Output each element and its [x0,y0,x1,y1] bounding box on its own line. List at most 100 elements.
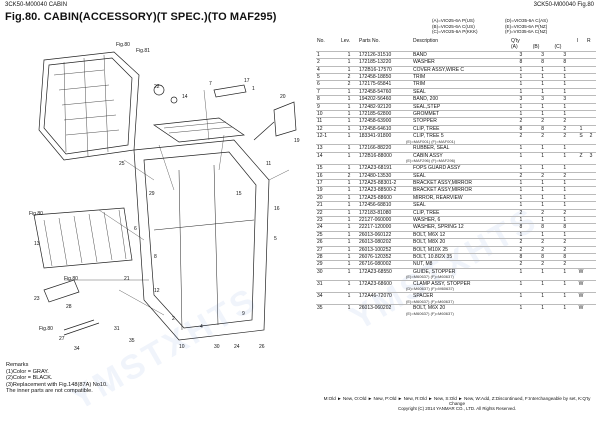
legend-codes-left: (A)=VIO25-6A P(US) (B)=VIO25-6A C(US) (C… [432,18,478,35]
cell-qty-c: 1 [553,164,576,172]
cell-qty-a: 1 [510,178,532,187]
callout: 30 [214,344,220,350]
cell-qty-c: 1 [553,151,576,160]
callout: 8 [154,254,157,260]
cell-qty-c: 3 [553,95,576,104]
cell-lev: 1 [340,201,358,210]
cell-desc: RUBBER, SEAL [412,144,510,153]
cell-i [576,80,586,89]
cell-desc: NUT, M8 [412,260,510,269]
cell-parts-no: 26716-080002 [358,260,412,269]
legend-code: (E)=VIO35-6A P(NZ) [505,23,548,29]
cell-no: 23 [316,215,340,224]
cell-no: 10 [316,110,340,118]
cell-r [586,223,596,232]
cell-i [576,164,586,172]
cell-qty-c: 1 [553,65,576,74]
cell-no: 15 [316,164,340,172]
callout: 28 [66,304,72,310]
cell-r [586,304,596,312]
cell-no: 22 [316,208,340,217]
cell-r [586,193,596,202]
cell-qty-b: 2 [531,171,554,180]
cell-desc: TRIM [412,80,510,89]
figure-note: Fig.80 [29,211,43,217]
cell-no: 8 [316,95,340,104]
cell-lev: 1 [340,292,358,300]
cell-i [576,73,586,81]
cell-qty-b: 2 [531,132,554,140]
cell-lev: 1 [340,304,358,312]
cell-qty-a: 2 [510,208,532,217]
cell-i [576,245,586,254]
cell-no: 31 [316,279,340,288]
cell-qty-b: 1 [531,73,554,81]
cell-r [586,279,596,288]
legend-code: (A)=VIO25-6A P(US) [432,18,475,23]
cell-qty-b: 1 [531,267,554,276]
cell-qty-b: 1 [531,65,554,74]
cell-i: 1 [576,124,586,133]
table-subnote: (E)=MAF296) (F)=MAF296) [316,158,596,164]
cell-parts-no: 26013-060122 [358,230,412,239]
cell-qty-c: 1 [553,230,576,239]
cell-parts-no: 172A23-68191 [358,164,412,172]
legend-code: (C)=VIO25-6A P(KKK) [432,29,478,35]
cell-qty-a: 1 [510,164,532,172]
cell-no: 6 [316,80,340,89]
cell-qty-a: 1 [510,230,532,239]
cell-qty-a: 2 [510,260,532,269]
cell-lev: 1 [340,110,358,118]
cell-no: 9 [316,102,340,111]
cell-qty-b: 8 [531,58,554,67]
cell-qty-b: 1 [531,80,554,89]
cell-desc: WASHER, SPRING 12 [412,223,510,232]
cell-qty-c: 2 [553,238,576,247]
cell-qty-c: 8 [553,252,576,261]
cell-desc: SEAL [412,87,510,96]
cell-i [576,186,586,195]
cell-qty-b: 1 [531,144,554,153]
cell-lev: 1 [340,223,358,232]
remark-line: (1)Color = GRAY. [6,368,49,375]
cell-lev: 1 [340,117,358,126]
cell-qty-a: 1 [510,80,532,89]
callout: 1 [252,86,255,92]
cell-qty-b: 1 [531,292,554,300]
cell-desc: CLIP, TREE [412,208,510,217]
callout: 7 [209,81,212,87]
callout: 31 [114,326,120,332]
cell-r [586,73,596,81]
cell-lev: 1 [340,144,358,153]
cell-qty-a: 8 [510,58,532,67]
cell-desc: SEAL [412,171,510,180]
cell-r [586,215,596,224]
cell-parts-no: 22127-060000 [358,215,412,224]
cell-r [586,95,596,104]
cell-no: 4 [316,65,340,74]
cell-lev: 2 [340,80,358,89]
cell-no: 12 [316,124,340,133]
cell-i [576,58,586,67]
cell-qty-c: 2 [553,245,576,254]
cell-r [586,260,596,269]
cell-r [586,230,596,239]
remark-line: (3)Replacement with Fig.148(87A) No10. [6,381,108,388]
cell-lev: 1 [340,102,358,111]
cell-desc: BOLT, 10.8I2X 35 [412,252,510,261]
cell-r [586,164,596,172]
cell-qty-b: 2 [531,117,554,126]
cell-lev: 2 [340,73,358,81]
cell-qty-b: 1 [531,110,554,118]
cell-i [576,87,586,96]
cell-no: 25 [316,230,340,239]
cell-qty-a: 2 [510,117,532,126]
